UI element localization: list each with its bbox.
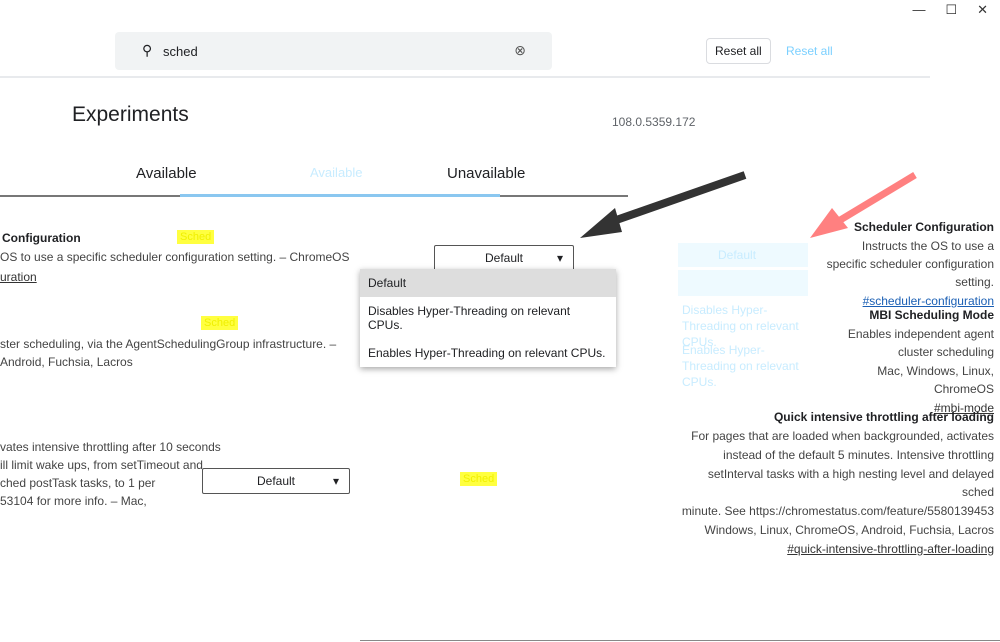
dark-arrow-icon xyxy=(580,171,747,238)
flag-title: MBI Scheduling Mode xyxy=(869,308,994,322)
header-divider xyxy=(0,76,930,78)
flag-title: Scheduler Configuration xyxy=(853,220,994,234)
flag-right-scheduler-configuration: Scheduler Configuration Instructs the OS… xyxy=(826,218,994,311)
search-highlight: Sched xyxy=(460,472,498,486)
close-button[interactable]: ✕ xyxy=(977,2,988,17)
flag-select[interactable]: Default ▾ xyxy=(202,468,350,494)
desc-line: 53104 for more info. – Mac, xyxy=(0,494,147,508)
tab-unavailable[interactable]: Unavailable xyxy=(447,165,526,182)
select-value: Default xyxy=(484,251,524,265)
flag-link[interactable]: #mbi-mode xyxy=(933,401,994,415)
flag-description: Instructs the OS to use a specific sched… xyxy=(826,239,994,289)
search-highlight: Sched xyxy=(177,230,215,244)
desc-line: vates intensive throttling after 10 seco… xyxy=(0,440,221,454)
search-icon: ⚲ xyxy=(142,42,153,58)
flag-description: Enables independent agent cluster schedu… xyxy=(847,327,994,359)
pink-arrow-icon xyxy=(810,172,917,238)
chevron-down-icon: ▾ xyxy=(332,474,339,488)
window-controls: — ☐ ✕ xyxy=(912,2,988,18)
reset-all-button[interactable]: Reset all xyxy=(706,38,771,64)
flag-link[interactable]: #scheduler-configuration xyxy=(862,294,994,308)
desc-line: ched postTask tasks, to 1 per xyxy=(0,476,156,490)
flag-title: Configuration xyxy=(2,231,81,245)
tab-active-indicator xyxy=(180,194,500,197)
desc-line: setInterval tasks with a high nesting le… xyxy=(707,467,994,499)
flag-platforms: Mac, Windows, Linux, ChromeOS xyxy=(877,364,994,396)
flag-description: ster scheduling, via the AgentScheduling… xyxy=(0,337,337,351)
ghost-select: Default xyxy=(678,243,808,267)
reset-all-ghost: Reset all xyxy=(786,44,833,58)
flag-platforms: Windows, Linux, ChromeOS, Android, Fuchs… xyxy=(704,523,994,537)
dropdown-menu: Default Disables Hyper-Threading on rele… xyxy=(360,269,616,367)
select-value: Default xyxy=(256,474,296,488)
dropdown-option[interactable]: Disables Hyper-Threading on relevant CPU… xyxy=(368,304,571,332)
version-label: 108.0.5359.172 xyxy=(612,115,696,129)
minimize-button[interactable]: — xyxy=(912,2,926,17)
tab-available-ghost: Available xyxy=(310,165,363,180)
flag-link[interactable]: uration xyxy=(0,270,37,284)
page-title: Experiments xyxy=(72,103,189,126)
flag-title: Quick intensive throttling after loading xyxy=(773,410,994,424)
tab-available[interactable]: Available xyxy=(136,165,197,182)
flag-description-block: ster scheduling, via the AgentScheduling… xyxy=(0,335,345,371)
ghost-option: Enables Hyper-Threading on relevant CPUs… xyxy=(682,343,799,389)
dropdown-option[interactable]: Default xyxy=(360,269,616,297)
bottom-divider xyxy=(360,640,1000,641)
ghost-option-highlight xyxy=(678,270,808,296)
desc-line: For pages that are loaded when backgroun… xyxy=(691,429,994,443)
flag-right-mbi-mode: MBI Scheduling Mode Enables independent … xyxy=(826,306,994,418)
maximize-button[interactable]: ☐ xyxy=(945,2,958,17)
dropdown-option[interactable]: Enables Hyper-Threading on relevant CPUs… xyxy=(368,346,606,360)
flag-select[interactable]: Default ▾ xyxy=(434,245,574,271)
desc-line: instead of the default 5 minutes. Intens… xyxy=(723,448,994,462)
flag-platforms: Android, Fuchsia, Lacros xyxy=(0,355,133,369)
search-bar[interactable]: ⚲ sched ⊗ xyxy=(115,32,552,70)
flag-description: OS to use a specific scheduler configura… xyxy=(0,250,350,264)
flag-right-quick-intensive-throttling: Quick intensive throttling after loading… xyxy=(674,408,994,559)
desc-line: minute. See https://chromestatus.com/fea… xyxy=(681,504,994,518)
search-input[interactable]: sched xyxy=(163,44,198,59)
arrows-overlay xyxy=(580,171,917,238)
desc-line: ill limit wake ups, from setTimeout and xyxy=(0,458,203,472)
ghost-option: Disables Hyper-Threading on relevant CPU… xyxy=(682,303,799,349)
clear-icon[interactable]: ⊗ xyxy=(514,42,526,58)
search-highlight: Sched xyxy=(201,316,239,330)
flag-link[interactable]: #quick-intensive-throttling-after-loadin… xyxy=(787,542,994,556)
flag-description: vates intensive throttling after 10 seco… xyxy=(0,438,221,510)
chevron-down-icon: ▾ xyxy=(556,251,563,265)
